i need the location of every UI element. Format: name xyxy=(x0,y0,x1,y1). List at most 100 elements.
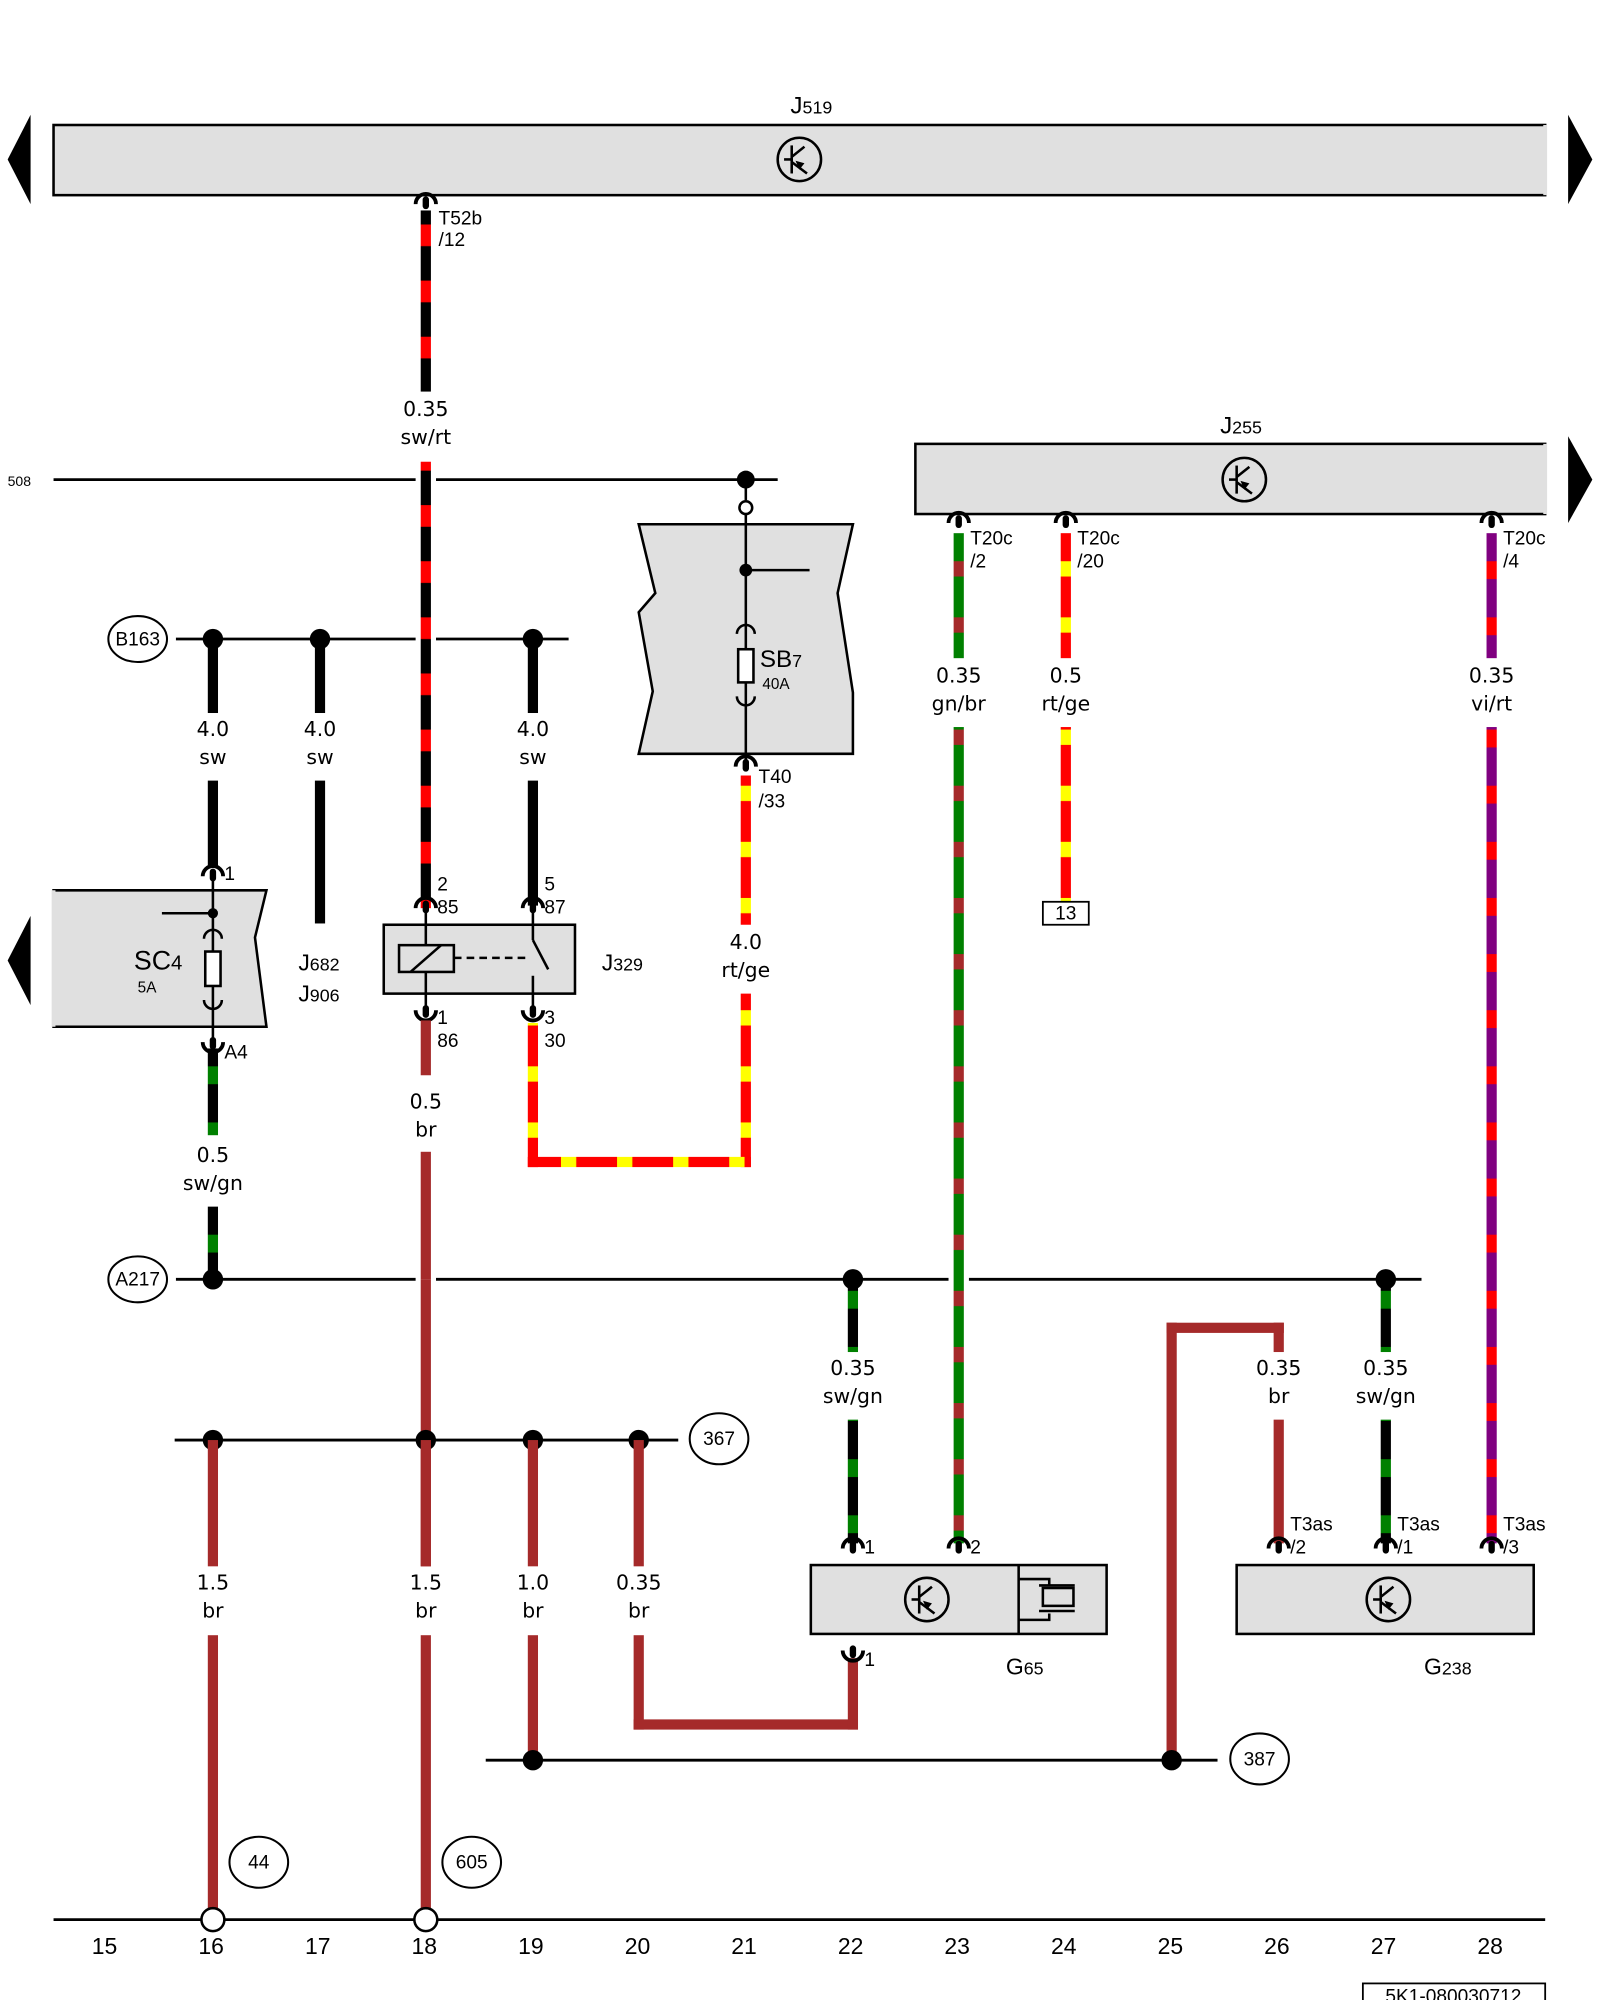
wire-color-label: rt/ge xyxy=(721,958,770,982)
j329-pin: 5 xyxy=(544,874,555,895)
j329-pin: 85 xyxy=(437,897,458,918)
wire-color-label: gn/br xyxy=(932,691,987,715)
j329-label: J329 xyxy=(602,950,643,976)
wire-color-label: sw xyxy=(199,745,226,769)
wire-sw-rt[interactable] xyxy=(420,210,431,909)
t20c-label: T20c xyxy=(970,529,1013,550)
wire-br-18[interactable] xyxy=(420,1440,431,1910)
column-number: 19 xyxy=(518,1933,544,1959)
ref-508-label: 508 xyxy=(8,473,32,489)
wire-rt-ge-05[interactable] xyxy=(1060,533,1071,904)
j682-label: J682 xyxy=(298,950,339,976)
wire-br-20[interactable] xyxy=(633,1440,859,1730)
page-right-arrow-icon[interactable] xyxy=(1568,436,1593,523)
wire-gn-br[interactable] xyxy=(953,533,964,1544)
column-number: 23 xyxy=(944,1933,970,1959)
ref-367-label: 367 xyxy=(703,1429,735,1450)
ref-b163[interactable] xyxy=(107,615,169,664)
j519-label: J519 xyxy=(790,93,832,120)
connector-j329-1-icon xyxy=(413,1003,438,1023)
heater-element-icon xyxy=(1018,1577,1075,1622)
connector-sc4-in-icon xyxy=(200,864,226,884)
page-right-arrow-icon[interactable] xyxy=(1568,114,1593,205)
wire-br-86[interactable] xyxy=(420,1020,431,1567)
t3as-label: T3as xyxy=(1290,1515,1332,1536)
wire-size-label: 4.0 xyxy=(197,717,229,741)
ref-605[interactable] xyxy=(441,1835,503,1889)
j329-pin: 1 xyxy=(437,1008,448,1029)
wire-sw-b163-1[interactable] xyxy=(202,628,224,868)
page-left-arrow-icon[interactable] xyxy=(7,915,31,1006)
wire-sw-gn-g238[interactable] xyxy=(1380,1279,1391,1544)
j329-pin: 30 xyxy=(544,1031,565,1052)
wire-size-label: 0.35 xyxy=(1469,663,1514,687)
diagram-id-box xyxy=(1361,1982,1547,2000)
wire-br-26[interactable] xyxy=(1166,1322,1284,1761)
wire-vi-rt[interactable] xyxy=(1486,533,1497,1544)
sc4-pin-a4: A4 xyxy=(224,1043,248,1064)
t3as-label: T3as xyxy=(1397,1515,1439,1536)
t40-label: T40 xyxy=(759,767,792,788)
relay-switch-icon xyxy=(531,939,550,970)
t3as-pin: /3 xyxy=(1503,1538,1519,1559)
sc4-rating: 5A xyxy=(138,979,158,996)
ref-a217[interactable] xyxy=(107,1255,169,1304)
ref-13[interactable] xyxy=(1041,900,1090,926)
wire-color-label: sw/gn xyxy=(1356,1384,1416,1408)
g65-pin: 1 xyxy=(864,1538,875,1559)
ground-terminal-icon xyxy=(413,1906,439,1933)
fuse-box-sb7[interactable]: SB7 40A xyxy=(637,514,855,766)
ref-a217-label: A217 xyxy=(115,1270,160,1291)
page-left-arrow-icon[interactable] xyxy=(7,114,31,205)
wire-sw-b163-2[interactable] xyxy=(309,628,331,924)
ref-387-label: 387 xyxy=(1244,1749,1276,1770)
ref-367[interactable] xyxy=(688,1412,750,1466)
wire-br-19[interactable] xyxy=(527,1440,539,1761)
wire-color-label: br xyxy=(202,1598,224,1622)
relay-j329[interactable]: J329 xyxy=(382,908,643,1011)
wire-color-label: sw xyxy=(519,745,546,769)
wire-sw-gn-g65[interactable] xyxy=(847,1279,859,1544)
sensor-g238[interactable]: G238 xyxy=(1235,1563,1535,1680)
sb7-label: SB7 xyxy=(760,646,802,673)
t20c-pin: /20 xyxy=(1077,552,1104,573)
module-j519[interactable]: J519 xyxy=(7,93,1593,205)
connector-j329-3-icon xyxy=(520,1003,546,1023)
column-number: 17 xyxy=(305,1933,331,1959)
t20c-pin: /2 xyxy=(970,552,986,573)
module-j255[interactable]: J255 xyxy=(914,413,1593,523)
column-number: 21 xyxy=(731,1933,757,1959)
wire-color-label: sw/rt xyxy=(401,425,452,449)
t3as-pin: /2 xyxy=(1290,1538,1306,1559)
wire-color-label: br xyxy=(415,1598,437,1622)
column-number: 24 xyxy=(1051,1933,1077,1959)
fuse-box-sc4[interactable]: SC4 5A xyxy=(51,880,269,1040)
sb7-rating: 40A xyxy=(762,676,790,693)
wire-size-label: 1.5 xyxy=(197,1570,229,1594)
t52b-pin-label: /12 xyxy=(439,230,466,251)
wire-color-label: rt/ge xyxy=(1041,691,1090,715)
j329-pin: 3 xyxy=(544,1008,555,1029)
wire-size-label: 1.0 xyxy=(517,1570,549,1594)
ref-13-label: 13 xyxy=(1055,904,1076,925)
sc4-pin-1: 1 xyxy=(224,864,235,885)
fuse-icon xyxy=(736,647,755,684)
ref-44[interactable] xyxy=(228,1835,290,1889)
sensor-g65[interactable]: G65 xyxy=(809,1563,1108,1680)
column-number: 18 xyxy=(412,1933,438,1959)
wire-size-label: 0.5 xyxy=(197,1143,229,1167)
t40-pin-label: /33 xyxy=(759,791,786,812)
wire-color-label: vi/rt xyxy=(1471,691,1512,715)
j255-label: J255 xyxy=(1220,413,1262,440)
wire-br-16[interactable] xyxy=(207,1440,219,1910)
wire-size-label: 0.35 xyxy=(403,397,448,421)
column-number: 22 xyxy=(838,1933,864,1959)
wire-rt-ge-4[interactable] xyxy=(527,775,751,1168)
ref-b163-label: B163 xyxy=(115,629,160,650)
wire-size-label: 4.0 xyxy=(730,930,762,954)
wire-sw-b163-3[interactable] xyxy=(522,628,544,906)
wire-sw-gn-sc4[interactable] xyxy=(207,1048,219,1280)
ref-387[interactable] xyxy=(1229,1732,1290,1786)
